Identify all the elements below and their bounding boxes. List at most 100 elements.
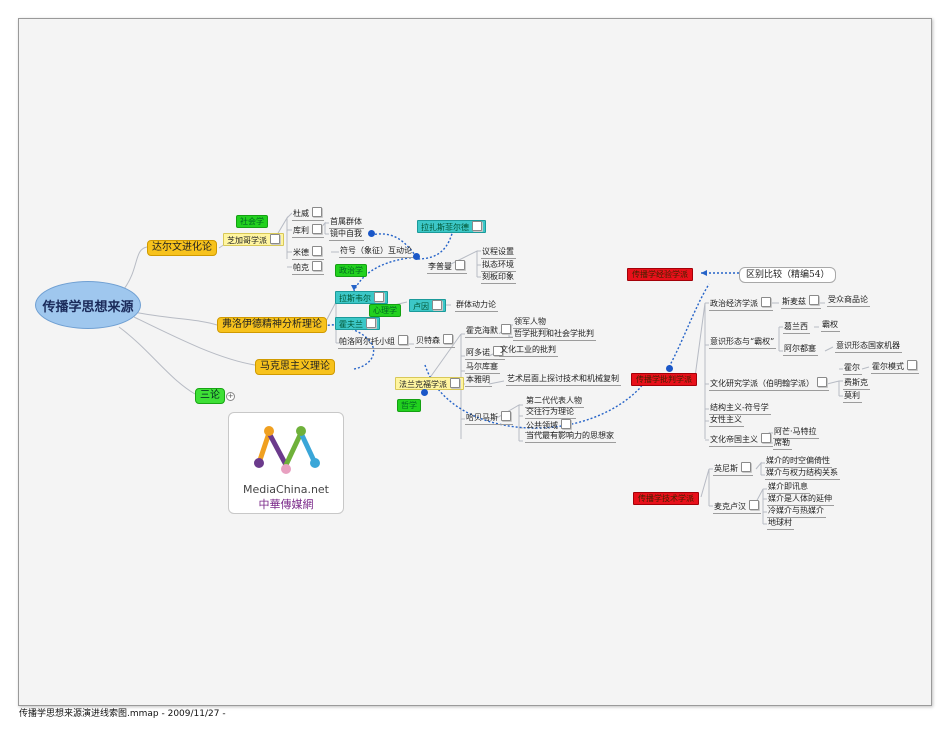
node-medium-school[interactable]: 传播学技术学派	[633, 492, 699, 505]
node-group-dynamics[interactable]: 群体动力论	[455, 300, 498, 312]
note-icon[interactable]	[809, 295, 819, 305]
node-dewey[interactable]: 杜威	[292, 207, 324, 221]
node-philosophical-critique[interactable]: 哲学批判和社会学批判	[513, 329, 596, 341]
node-ideology-hegemony[interactable]: 意识形态与“霸权”	[709, 337, 777, 349]
node-habermas[interactable]: 哈贝马斯	[465, 411, 513, 425]
node-agenda-setting[interactable]: 议程设置	[481, 247, 516, 259]
note-icon[interactable]	[312, 261, 322, 271]
node-lippmann[interactable]: 李普曼	[427, 260, 467, 274]
node-adorno[interactable]: 阿多诺	[465, 346, 505, 360]
node-park[interactable]: 帕克	[292, 261, 324, 275]
note-icon[interactable]	[374, 292, 384, 302]
branch-darwin[interactable]: 达尔文进化论	[147, 240, 217, 256]
node-pseudo-environment[interactable]: 拟态环境	[481, 260, 516, 272]
note-icon[interactable]	[270, 234, 280, 244]
note-icon[interactable]	[761, 297, 771, 307]
note-icon[interactable]	[366, 318, 376, 328]
node-lazarsfeld[interactable]: 拉扎斯菲尔德	[417, 220, 486, 233]
branch-three-theories[interactable]: 三论	[195, 388, 225, 404]
note-icon[interactable]	[501, 411, 511, 421]
node-hall[interactable]: 霍尔	[843, 363, 862, 375]
node-cultural-studies[interactable]: 文化研究学派（伯明翰学派）	[709, 377, 829, 391]
node-critical-school[interactable]: 传播学批判学派	[631, 373, 697, 386]
node-empirical-school[interactable]: 传播学经验学派	[627, 268, 693, 281]
tag-psychology[interactable]: 心理学	[369, 304, 401, 317]
note-icon[interactable]	[312, 207, 322, 217]
node-mattelart[interactable]: 阿芒·马特拉	[773, 427, 819, 439]
node-marcuse[interactable]: 马尔库塞	[465, 362, 500, 374]
node-political-economy[interactable]: 政治经济学派	[709, 297, 773, 311]
node-media-power[interactable]: 媒介与权力结构关系	[765, 468, 840, 480]
node-schiller[interactable]: 席勒	[773, 438, 792, 450]
branch-freud[interactable]: 弗洛伊德精神分析理论	[217, 317, 327, 333]
note-icon[interactable]	[749, 500, 759, 510]
node-stereotype[interactable]: 刻板印象	[481, 272, 516, 284]
node-feminism[interactable]: 女性主义	[709, 415, 744, 427]
expand-plus-icon[interactable]: +	[226, 392, 235, 401]
node-cool-hot-media[interactable]: 冷媒介与热媒介	[767, 506, 826, 518]
note-icon[interactable]	[450, 378, 460, 388]
link-dot[interactable]	[666, 365, 673, 372]
node-leading-figure[interactable]: 领军人物	[513, 317, 548, 329]
node-hall-model[interactable]: 霍尔模式	[871, 360, 919, 374]
node-time-space-bias[interactable]: 媒介的时空偏倚性	[765, 456, 832, 468]
note-icon[interactable]	[432, 300, 442, 310]
node-ideological-state-apparatus[interactable]: 意识形态国家机器	[835, 341, 902, 353]
node-hegemony[interactable]: 霸权	[821, 320, 840, 332]
node-gramsci[interactable]: 葛兰西	[783, 322, 810, 334]
node-benjamin[interactable]: 本雅明	[465, 375, 492, 387]
note-icon[interactable]	[398, 335, 408, 345]
node-bateson[interactable]: 贝特森	[415, 334, 455, 348]
node-influential-thinker[interactable]: 当代最有影响力的思想家	[525, 431, 616, 443]
node-audience-commodity[interactable]: 受众商品论	[827, 295, 870, 307]
node-extension-of-man[interactable]: 媒介是人体的延伸	[767, 494, 834, 506]
node-looking-glass-self[interactable]: 镜中自我	[329, 229, 364, 241]
link-dot[interactable]	[421, 389, 428, 396]
node-horkheimer[interactable]: 霍克海默	[465, 324, 513, 338]
node-mead[interactable]: 米德	[292, 246, 324, 260]
note-icon[interactable]	[761, 433, 771, 443]
note-icon[interactable]	[443, 334, 453, 344]
note-icon[interactable]	[455, 260, 465, 270]
node-mechanical-reproduction[interactable]: 艺术层面上探讨技术和机械复制	[506, 374, 621, 386]
node-global-village[interactable]: 地球村	[767, 518, 794, 530]
node-cultural-imperialism[interactable]: 文化帝国主义	[709, 433, 773, 447]
node-innis[interactable]: 英尼斯	[713, 462, 753, 476]
node-culture-industry[interactable]: 文化工业的批判	[499, 345, 558, 357]
node-smythe[interactable]: 斯麦兹	[781, 295, 821, 309]
node-cooley[interactable]: 库利	[292, 224, 324, 238]
node-palo-alto[interactable]: 帕洛阿尔托小组	[338, 335, 410, 349]
link-dot[interactable]	[413, 253, 420, 260]
node-medium-is-message[interactable]: 媒介即讯息	[767, 482, 810, 494]
branch-marx[interactable]: 马克思主义理论	[255, 359, 335, 375]
node-hovland[interactable]: 霍夫兰	[335, 317, 380, 330]
link-dot[interactable]	[368, 230, 375, 237]
node-symbolic-interaction[interactable]: 符号（象征）互动论	[339, 246, 414, 258]
node-althusser[interactable]: 阿尔都塞	[783, 344, 818, 356]
node-primary-group[interactable]: 首属群体	[329, 217, 364, 229]
node-mcluhan[interactable]: 麦克卢汉	[713, 500, 761, 514]
note-icon[interactable]	[907, 360, 917, 370]
note-icon[interactable]	[741, 462, 751, 472]
node-chicago[interactable]: 芝加哥学派	[223, 233, 284, 246]
note-icon[interactable]	[312, 246, 322, 256]
node-lewin[interactable]: 卢因	[409, 299, 446, 312]
note-icon[interactable]	[472, 221, 482, 231]
node-lasswell[interactable]: 拉斯韦尔	[335, 291, 388, 304]
note-icon[interactable]	[501, 324, 511, 334]
node-communicative-action[interactable]: 交往行为理论	[525, 407, 576, 419]
tag-philosophy[interactable]: 哲学	[397, 399, 421, 412]
tag-politics[interactable]: 政治学	[335, 264, 367, 277]
node-frankfurt[interactable]: 法兰克福学派	[395, 377, 464, 390]
note-icon[interactable]	[561, 419, 571, 429]
node-morley[interactable]: 莫利	[843, 391, 862, 403]
node-fiske[interactable]: 费斯克	[843, 378, 870, 390]
node-comparison[interactable]: 区别比较（精编54）	[739, 267, 837, 283]
tag-sociology[interactable]: 社会学	[236, 215, 268, 228]
node-structuralism[interactable]: 结构主义-符号学	[709, 403, 771, 415]
root-node[interactable]: 传播学思想来源	[35, 281, 141, 329]
node-public-sphere[interactable]: 公共领域	[525, 419, 573, 433]
note-icon[interactable]	[817, 377, 827, 387]
note-icon[interactable]	[493, 346, 503, 356]
node-second-generation[interactable]: 第二代代表人物	[525, 396, 584, 408]
